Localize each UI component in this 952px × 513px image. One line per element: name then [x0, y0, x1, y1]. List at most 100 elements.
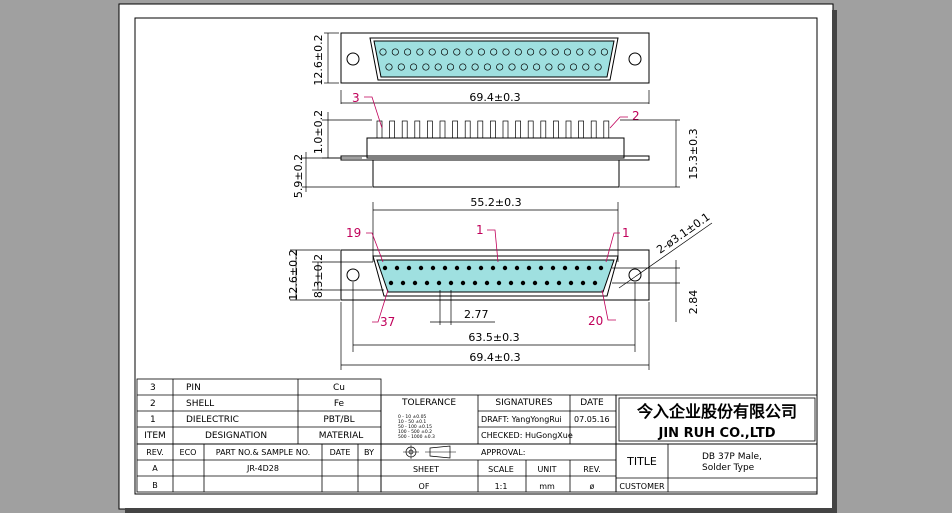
- front-shell-inner: [376, 259, 615, 293]
- top-pin-lower: [569, 63, 578, 71]
- sheet-value: OF: [419, 482, 430, 491]
- top-pin-lower: [545, 63, 553, 71]
- front-pin-upper: [574, 265, 580, 271]
- rev-row-a-part: JR-4D28: [246, 464, 279, 473]
- front-pin-lower: [484, 280, 490, 286]
- mount-spacing-dim: 63.5±0.3: [468, 331, 519, 344]
- pitch-dim: 2.77: [464, 308, 489, 321]
- front-pin-upper: [586, 265, 592, 271]
- top-shell-outer: [369, 37, 619, 81]
- front-pin-upper: [382, 265, 388, 271]
- front-pin-upper: [526, 265, 532, 271]
- company-name-en: JIN RUH CO.,LTD: [657, 426, 775, 441]
- projection-symbol-icon: [403, 445, 456, 459]
- front-pin-lower: [556, 280, 562, 286]
- top-pin-lower: [446, 63, 455, 71]
- unit-value: mm: [539, 482, 555, 491]
- draft-signature: DRAFT: YangYongRui: [481, 415, 562, 424]
- bom-item-1: 1: [150, 415, 156, 425]
- front-pin-lower: [436, 280, 442, 286]
- top-pin-upper: [379, 48, 387, 56]
- front-pin-upper: [490, 265, 496, 271]
- approval-label: APPROVAL:: [481, 448, 525, 457]
- front-pin-upper: [598, 265, 604, 271]
- front-pin-lower: [568, 280, 574, 286]
- front-flange: [340, 249, 650, 301]
- front-total-width-dim: 69.4±0.3: [469, 351, 520, 364]
- tolerance-label: TOLERANCE: [401, 398, 456, 408]
- top-pin-upper: [588, 48, 596, 56]
- front-pin-upper: [394, 265, 400, 271]
- top-pin-lower: [385, 63, 393, 71]
- paper-shadow-bottom: [125, 508, 837, 513]
- tolerance-line-5: 500 - 1000 ±0.3: [398, 434, 435, 440]
- side-body-dim: 5.9±0.2: [292, 154, 305, 198]
- front-pin-upper: [430, 265, 436, 271]
- bom-designation-3: PIN: [186, 383, 201, 393]
- bom-header-designation: DESIGNATION: [205, 431, 267, 441]
- top-pin-upper: [576, 48, 584, 56]
- top-pin-upper: [563, 48, 572, 56]
- rev-value: ø: [590, 482, 595, 491]
- title-label: TITLE: [626, 455, 657, 468]
- title-line-1: DB 37P Male,: [702, 452, 762, 462]
- row-offset-dim: 2.84: [687, 290, 700, 315]
- top-pin-upper: [428, 48, 436, 56]
- top-pin-lower: [397, 63, 405, 71]
- front-pin-upper: [466, 265, 472, 271]
- front-pin-upper: [478, 265, 484, 271]
- front-pin-lower: [448, 280, 454, 286]
- top-pin-upper: [404, 48, 412, 56]
- front-shell-outer: [372, 255, 619, 297]
- draft-date: 07.05.16: [574, 415, 610, 424]
- date-label: DATE: [580, 398, 604, 408]
- customer-label: CUSTOMER: [619, 482, 665, 491]
- pin-label-19: 19: [346, 226, 361, 240]
- front-pin-upper: [442, 265, 448, 271]
- bom-material-2: Fe: [334, 399, 345, 409]
- top-mount-hole-right: [628, 52, 642, 66]
- front-inner-height-dim: 8.3±0.2: [312, 254, 325, 298]
- top-pin-upper: [391, 48, 399, 56]
- top-pin-upper: [453, 48, 461, 56]
- front-pin-upper: [514, 265, 520, 271]
- front-pin-lower: [520, 280, 526, 286]
- company-name-cn: 今入企业股份有限公司: [636, 402, 797, 421]
- top-pin-lower: [496, 63, 504, 71]
- top-pin-lower: [459, 63, 467, 71]
- bom-material-3: Cu: [333, 383, 345, 393]
- rev-header-date: DATE: [330, 448, 351, 457]
- rev-header-by: BY: [364, 448, 374, 457]
- title-line-2: Solder Type: [702, 463, 755, 473]
- bom-item-2: 2: [150, 399, 156, 409]
- paper-shadow-right: [832, 10, 837, 512]
- top-height-dim: 12.6±0.2: [312, 34, 325, 85]
- tolerance-line-2: 10 - 50 ±0.1: [398, 419, 426, 425]
- pin-label-3: 3: [352, 91, 360, 105]
- bom-item-3: 3: [150, 383, 156, 393]
- side-total-dim: 15.3±0.3: [687, 128, 700, 179]
- top-pin-lower: [483, 63, 491, 71]
- company-title-texts: 今入企业股份有限公司 JIN RUH CO.,LTD TITLE DB 37P …: [619, 402, 797, 491]
- front-pin-lower: [424, 280, 430, 286]
- unit-label: UNIT: [537, 465, 556, 474]
- front-outer-height-dim: 12.6±0.2: [287, 249, 300, 300]
- top-view: 12.6±0.2: [312, 32, 650, 86]
- top-pin-upper: [416, 48, 424, 56]
- scale-value: 1:1: [495, 482, 508, 491]
- top-pin-lower: [434, 63, 442, 71]
- tolerance-signatures: TOLERANCE 0 - 10 ±0.05 10 - 50 ±0.1 50 -…: [398, 398, 610, 459]
- title-block: [136, 378, 818, 493]
- front-mount-hole-left: [346, 268, 360, 282]
- bom-texts: 3 PIN Cu 2 SHELL Fe 1 DIELECTRIC PBT/BL …: [144, 383, 363, 441]
- side-view: 69.4±0.3 3 2 1.0±0.2 5.9±0.2 15.3±0.3: [292, 90, 700, 198]
- bom-header-material: MATERIAL: [319, 431, 364, 441]
- top-pin-lower: [471, 63, 479, 71]
- side-shell: [372, 159, 620, 188]
- sheet-info-texts: SHEET OF SCALE 1:1 UNIT mm REV. ø: [413, 465, 601, 491]
- top-pin-lower: [533, 63, 541, 71]
- front-pin-lower: [460, 280, 466, 286]
- front-pin-lower: [400, 280, 406, 286]
- revision-texts: REV. ECO PART NO.& SAMPLE NO. DATE BY A …: [146, 448, 374, 490]
- front-pin-upper: [550, 265, 556, 271]
